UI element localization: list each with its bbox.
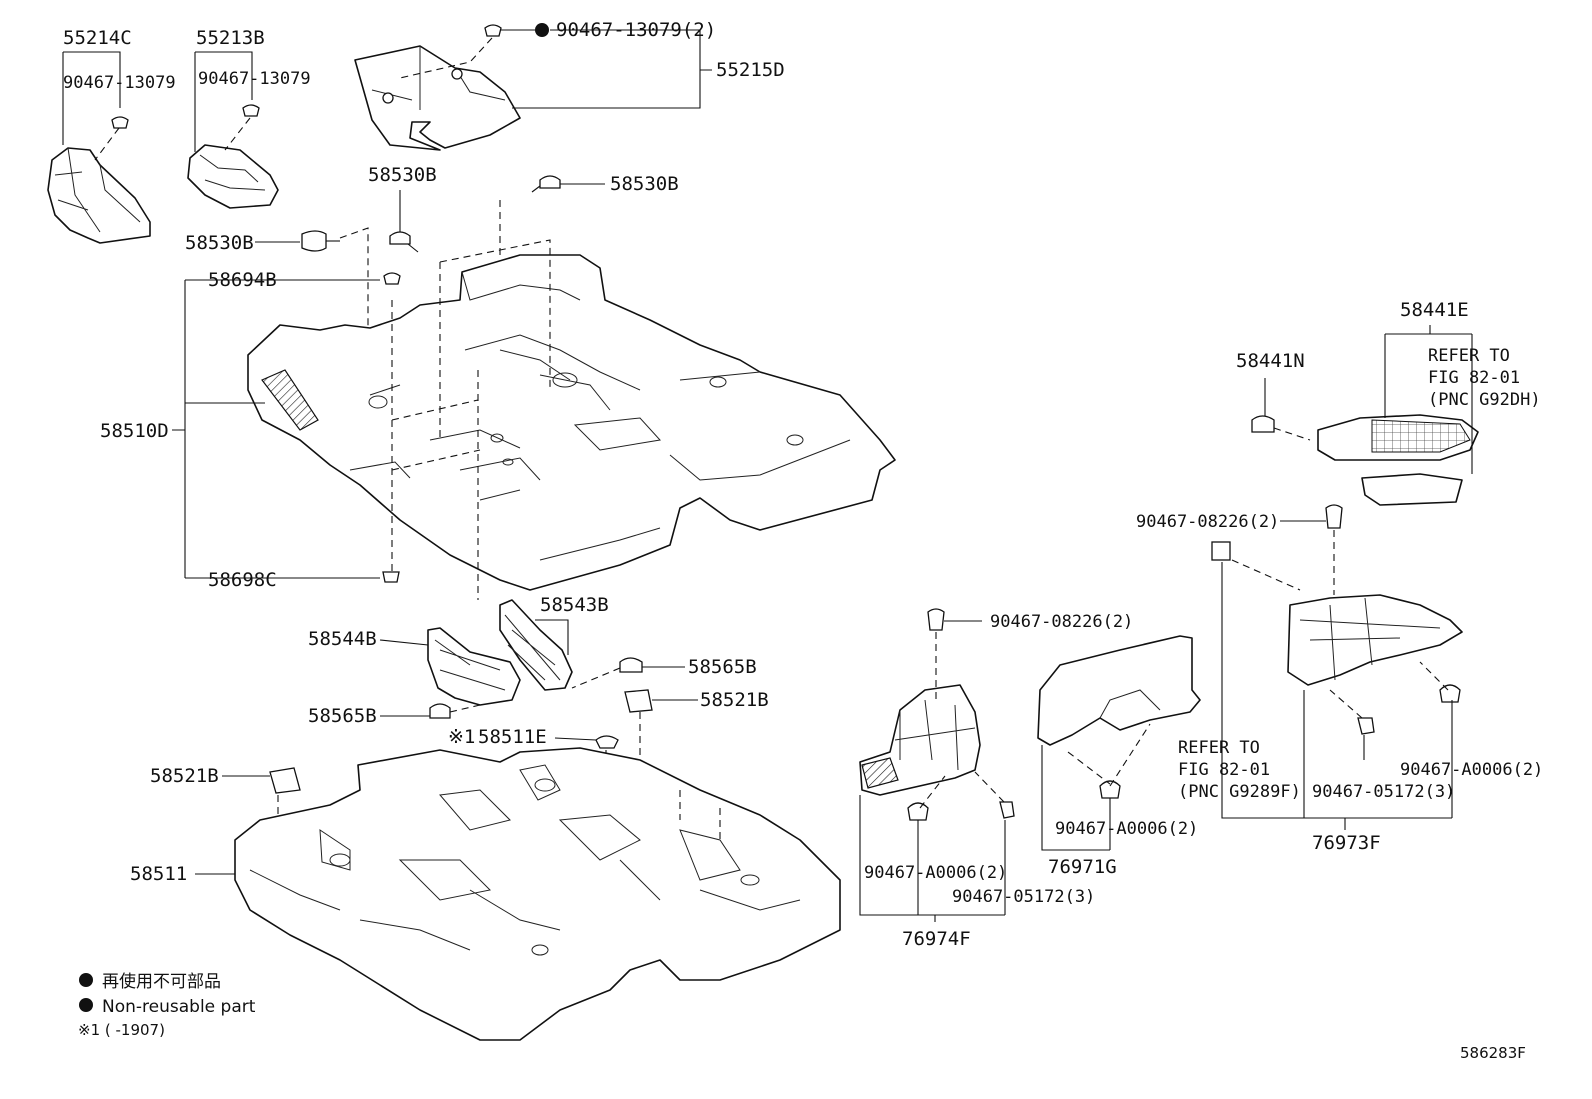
- label-55213B: 55213B: [196, 27, 265, 49]
- label-clip-05172-b: 90467-05172(3): [1312, 782, 1455, 802]
- parts-58543B-58544B-group: 58543B 58544B 58565B 58565B: [308, 594, 757, 727]
- part-76973F-group: 90467-08226(2) 90467-A0006(2) 90467-0517…: [1136, 504, 1543, 854]
- label-clip-13079-a: 90467-13079: [63, 73, 176, 93]
- part-76971G-group: 90467-A0006(2) 76971G REFER TO FIG 82-01…: [1037, 635, 1301, 878]
- label-clip-A0006-a: 90467-A0006(2): [864, 863, 1007, 883]
- label-58521B-b: 58521B: [150, 765, 219, 787]
- refer-a-line1: REFER TO: [1178, 738, 1260, 758]
- label-clip-A0006-c: 90467-A0006(2): [1400, 760, 1543, 780]
- legend-jp: 再使用不可部品: [102, 971, 221, 992]
- legend: 再使用不可部品 Non-reusable part ※1 ( -1907): [78, 971, 256, 1039]
- label-58543B: 58543B: [540, 594, 609, 616]
- label-58511E: 58511E: [478, 726, 547, 748]
- part-58511-group: 58511: [130, 747, 841, 1041]
- label-58441E: 58441E: [1400, 299, 1469, 321]
- part-55215D-group: 90467-13079(2) 55215D: [354, 19, 785, 151]
- legend-dot-en: [79, 998, 93, 1012]
- label-58565B-a: 58565B: [688, 656, 757, 678]
- label-clip-13079-b: 90467-13079: [198, 69, 311, 89]
- refer-b-line3: (PNC G92DH): [1428, 390, 1541, 410]
- label-55215D: 55215D: [716, 59, 785, 81]
- label-58694B: 58694B: [208, 269, 277, 291]
- label-58441N: 58441N: [1236, 350, 1305, 372]
- legend-dot-jp: [79, 973, 93, 987]
- label-clip-13079-c: 90467-13079(2): [556, 19, 716, 41]
- screws-58530B-group: 58530B 58530B 58530B: [185, 164, 679, 330]
- note-mark: ※1: [448, 726, 475, 748]
- label-76971G: 76971G: [1048, 856, 1117, 878]
- part-55213B-group: 55213B 90467-13079: [187, 27, 311, 209]
- part-58441-group: 58441N 58441E REFER TO FIG 82-01 (PNC G9…: [1236, 299, 1541, 506]
- refer-b-line2: FIG 82-01: [1428, 368, 1520, 388]
- label-clip-A0006-b: 90467-A0006(2): [1055, 819, 1198, 839]
- figure-code: 586283F: [1460, 1044, 1526, 1062]
- label-76974F: 76974F: [902, 928, 971, 950]
- part-58511E-group: ※1 58511E: [448, 726, 619, 915]
- label-58510D: 58510D: [100, 420, 169, 442]
- label-58530B-b: 58530B: [610, 173, 679, 195]
- label-76973F: 76973F: [1312, 832, 1381, 854]
- label-58544B: 58544B: [308, 628, 377, 650]
- label-58530B-c: 58530B: [185, 232, 254, 254]
- legend-note: ※1 ( -1907): [78, 1021, 165, 1039]
- refer-b-line1: REFER TO: [1428, 346, 1510, 366]
- part-55214C-group: 55214C 90467-13079: [47, 27, 176, 244]
- label-58511: 58511: [130, 863, 187, 885]
- part-76974F-group: 90467-08226(2) 90467-A0006(2) 90467-0517…: [859, 608, 1133, 950]
- refer-a-line2: FIG 82-01: [1178, 760, 1270, 780]
- label-58698C: 58698C: [208, 569, 277, 591]
- label-58565B-b: 58565B: [308, 705, 377, 727]
- label-clip-05172-a: 90467-05172(3): [952, 887, 1095, 907]
- label-clip-08226-a: 90467-08226(2): [990, 612, 1133, 632]
- label-55214C: 55214C: [63, 27, 132, 49]
- label-58521B-a: 58521B: [700, 689, 769, 711]
- part-58510D-group: 58694B 58510D 58698C: [100, 200, 896, 600]
- label-clip-08226-b: 90467-08226(2): [1136, 512, 1279, 532]
- label-58530B-a: 58530B: [368, 164, 437, 186]
- refer-a-line3: (PNC G9289F): [1178, 782, 1301, 802]
- legend-en: Non-reusable part: [102, 997, 256, 1017]
